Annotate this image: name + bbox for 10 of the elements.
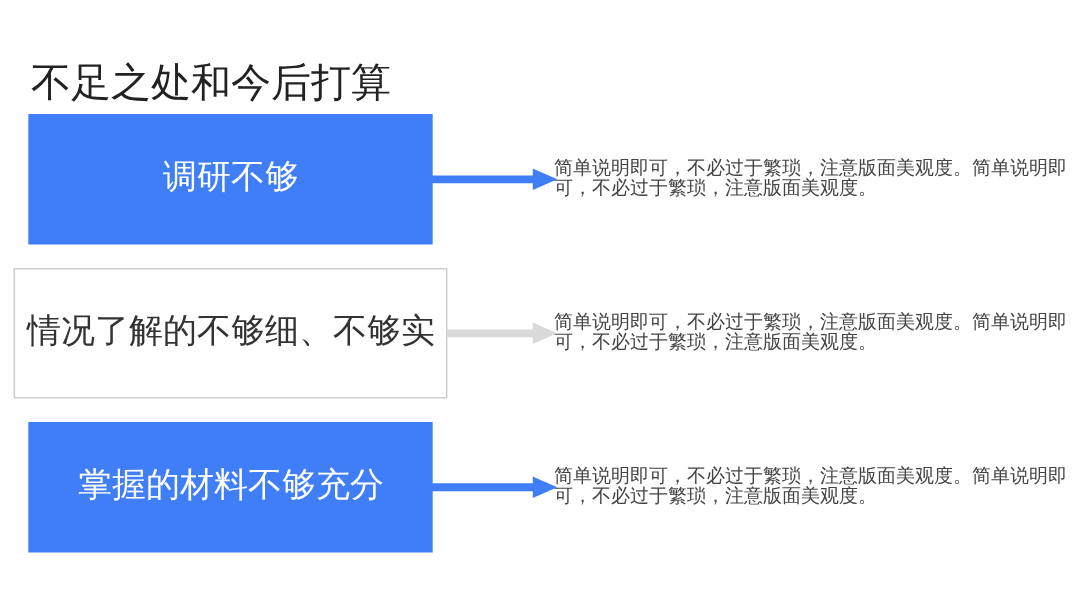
node-text: 简单说明即可，不必过于繁琐，注意版面美观度。简单说明即可，不必过于繁琐，注意版面美观度。 [554,310,1067,352]
node-text: 简单说明即可，不必过于繁琐，注意版面美观度。简单说明即可，不必过于繁琐，注意版面美观度。 [554,464,1067,506]
arrow [432,168,558,190]
arrow [446,322,558,344]
node-box: 掌握的材料不够充分 [28,421,433,553]
node-text: 简单说明即可，不必过于繁琐，注意版面美观度。简单说明即可，不必过于繁琐，注意版面美观度。 [554,156,1067,198]
node-box: 情况了解的不够细、不够实 [13,267,448,399]
node-box: 调研不够 [28,113,433,245]
diagram-title: 不足之处和今后打算 [31,59,392,105]
arrow [432,476,558,498]
